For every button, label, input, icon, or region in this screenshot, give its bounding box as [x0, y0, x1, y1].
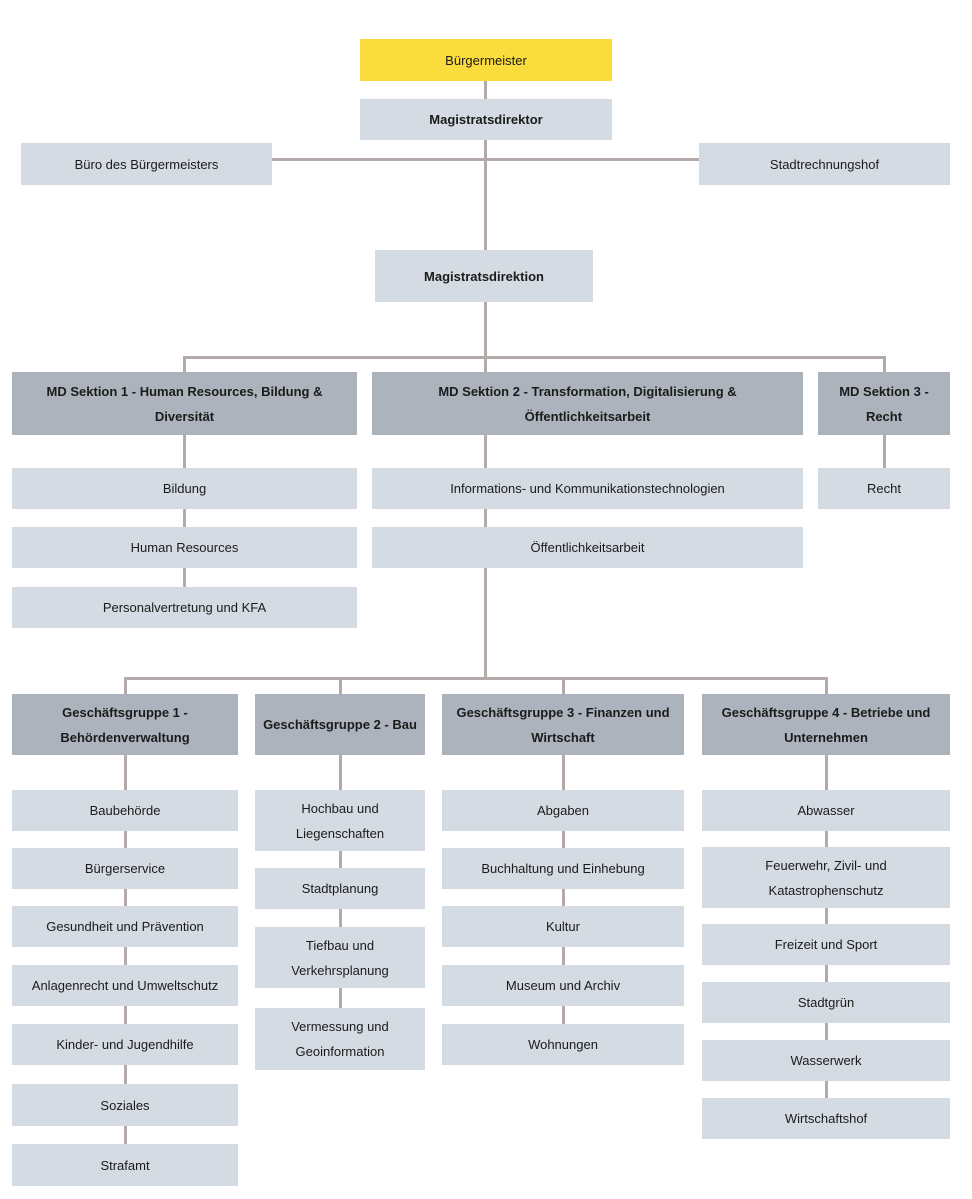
connector-line [484, 81, 487, 99]
connector-line [339, 909, 342, 927]
node-recht: Recht [818, 468, 950, 509]
node-hochbau-und-liegenschaften: Hochbau und Liegenschaften [255, 790, 425, 851]
connector-line [484, 435, 487, 468]
connector-line [484, 568, 487, 680]
connector-line [124, 755, 127, 790]
connector-line [183, 568, 186, 587]
connector-line [825, 831, 828, 847]
node-md-sektion-1: MD Sektion 1 - Human Resources, Bildung … [12, 372, 357, 435]
node-baubehoerde: Baubehörde [12, 790, 238, 831]
connector-line [883, 435, 886, 468]
connector-line [183, 509, 186, 527]
connector-line [339, 755, 342, 790]
connector-line [183, 356, 886, 359]
connector-line [825, 755, 828, 790]
node-buero-des-buergermeisters: Büro des Bürgermeisters [21, 143, 272, 185]
node-geschaeftsgruppe-3: Geschäftsgruppe 3 - Finanzen und Wirtsch… [442, 694, 684, 755]
node-wasserwerk: Wasserwerk [702, 1040, 950, 1081]
connector-line [339, 988, 342, 1008]
node-soziales: Soziales [12, 1084, 238, 1126]
node-magistratsdirektor: Magistratsdirektor [360, 99, 612, 140]
node-museum-und-archiv: Museum und Archiv [442, 965, 684, 1006]
node-human-resources: Human Resources [12, 527, 357, 568]
node-stadtplanung: Stadtplanung [255, 868, 425, 909]
node-buergerservice: Bürgerservice [12, 848, 238, 889]
node-geschaeftsgruppe-2: Geschäftsgruppe 2 - Bau [255, 694, 425, 755]
connector-line [339, 851, 342, 868]
node-buergermeister: Bürgermeister [360, 39, 612, 81]
connector-line [825, 965, 828, 982]
node-oeffentlichkeitsarbeit: Öffentlichkeitsarbeit [372, 527, 803, 568]
node-md-sektion-2: MD Sektion 2 - Transformation, Digitalis… [372, 372, 803, 435]
node-abwasser: Abwasser [702, 790, 950, 831]
node-geschaeftsgruppe-4: Geschäftsgruppe 4 - Betriebe und Unterne… [702, 694, 950, 755]
node-freizeit-und-sport: Freizeit und Sport [702, 924, 950, 965]
node-kinder-und-jugendhilfe: Kinder- und Jugendhilfe [12, 1024, 238, 1065]
connector-line [883, 356, 886, 372]
node-strafamt: Strafamt [12, 1144, 238, 1186]
connector-line [339, 677, 342, 694]
node-abgaben: Abgaben [442, 790, 684, 831]
connector-line [562, 755, 565, 790]
node-kultur: Kultur [442, 906, 684, 947]
connector-line [562, 889, 565, 906]
node-anlagenrecht-und-umweltschutz: Anlagenrecht und Umweltschutz [12, 965, 238, 1006]
connector-line [272, 158, 699, 161]
connector-line [825, 908, 828, 924]
connector-line [562, 831, 565, 848]
node-magistratsdirektion: Magistratsdirektion [375, 250, 593, 302]
connector-line [183, 356, 186, 372]
connector-line [484, 509, 487, 527]
connector-line [484, 302, 487, 372]
node-stadtgruen: Stadtgrün [702, 982, 950, 1023]
node-informations-und-kommunikationstechnologien: Informations- und Kommunikationstechnolo… [372, 468, 803, 509]
node-stadtrechnungshof: Stadtrechnungshof [699, 143, 950, 185]
node-feuerwehr-zivil-und-katastrophenschutz: Feuerwehr, Zivil- und Katastrophenschutz [702, 847, 950, 908]
node-gesundheit-und-praevention: Gesundheit und Prävention [12, 906, 238, 947]
node-buchhaltung-und-einhebung: Buchhaltung und Einhebung [442, 848, 684, 889]
connector-line [124, 1065, 127, 1084]
connector-line [562, 677, 565, 694]
connector-line [484, 140, 487, 250]
connector-line [562, 1006, 565, 1024]
node-vermessung-und-geoinformation: Vermessung und Geoinformation [255, 1008, 425, 1070]
connector-line [124, 1006, 127, 1024]
connector-line [124, 947, 127, 965]
connector-line [825, 1081, 828, 1098]
connector-line [124, 677, 828, 680]
connector-line [183, 435, 186, 468]
node-tiefbau-und-verkehrsplanung: Tiefbau und Verkehrsplanung [255, 927, 425, 988]
connector-line [562, 947, 565, 965]
connector-line [124, 831, 127, 848]
connector-line [124, 889, 127, 906]
connector-line [124, 1126, 127, 1144]
connector-line [124, 677, 127, 694]
connector-line [825, 677, 828, 694]
node-md-sektion-3: MD Sektion 3 - Recht [818, 372, 950, 435]
node-wirtschaftshof: Wirtschaftshof [702, 1098, 950, 1139]
node-geschaeftsgruppe-1: Geschäftsgruppe 1 - Behördenverwaltung [12, 694, 238, 755]
node-bildung: Bildung [12, 468, 357, 509]
connector-line [825, 1023, 828, 1040]
node-wohnungen: Wohnungen [442, 1024, 684, 1065]
node-personalvertretung-und-kfa: Personalvertretung und KFA [12, 587, 357, 628]
